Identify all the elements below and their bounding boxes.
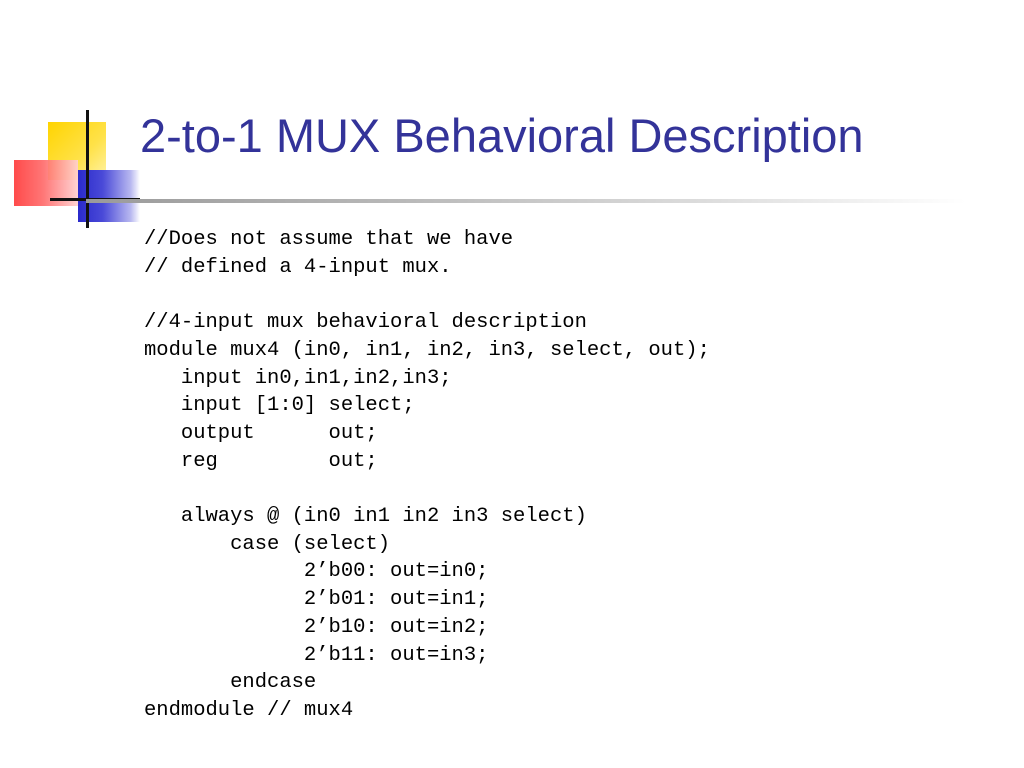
- code-line: 2’b00: out=in0;: [144, 560, 489, 584]
- vertical-line-decoration: [86, 110, 89, 228]
- code-line: 2’b11: out=in3;: [144, 643, 489, 667]
- code-line: endmodule // mux4: [144, 698, 354, 722]
- code-line: input in0,in1,in2,in3;: [144, 366, 452, 390]
- slide-decoration-logo: [0, 0, 150, 240]
- code-line: [144, 475, 1004, 503]
- code-line: reg out;: [144, 449, 378, 473]
- code-line: endcase: [144, 671, 317, 695]
- code-line: module mux4 (in0, in1, in2, in3, select,…: [144, 338, 710, 362]
- code-line: // defined a 4-input mux.: [144, 255, 452, 279]
- slide-title: 2-to-1 MUX Behavioral Description: [140, 109, 864, 162]
- code-line: //4-input mux behavioral description: [144, 311, 587, 335]
- code-line: 2’b10: out=in2;: [144, 615, 489, 639]
- code-block: //Does not assume that we have // define…: [144, 226, 1004, 725]
- code-line: [144, 281, 1004, 309]
- code-line: always @ (in0 in1 in2 in3 select): [144, 505, 587, 528]
- title-underline-rule: [86, 199, 966, 203]
- code-line: output out;: [144, 421, 378, 445]
- code-line: //Does not assume that we have: [144, 228, 514, 251]
- code-line: 2’b01: out=in1;: [144, 588, 489, 612]
- code-line: input [1:0] select;: [144, 394, 415, 418]
- code-line: case (select): [144, 532, 391, 556]
